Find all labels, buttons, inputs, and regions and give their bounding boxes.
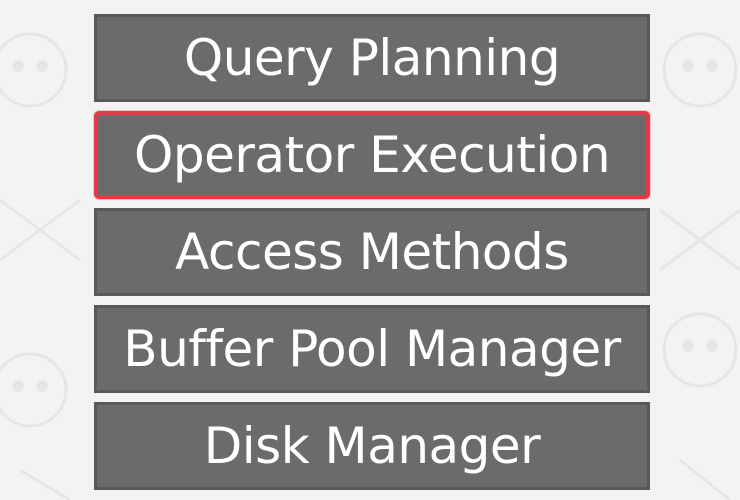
layer-label: Disk Manager [203, 417, 541, 475]
dbms-layer-stack: Query Planning Operator Execution Access… [94, 14, 650, 490]
layer-access-methods: Access Methods [94, 208, 650, 296]
layer-operator-execution: Operator Execution [94, 111, 650, 199]
layer-label: Query Planning [183, 29, 561, 87]
layer-label: Access Methods [175, 223, 569, 281]
layer-label: Operator Execution [133, 126, 611, 184]
layer-buffer-pool-manager: Buffer Pool Manager [94, 305, 650, 393]
layer-query-planning: Query Planning [94, 14, 650, 102]
layer-disk-manager: Disk Manager [94, 402, 650, 490]
layer-label: Buffer Pool Manager [123, 320, 621, 378]
